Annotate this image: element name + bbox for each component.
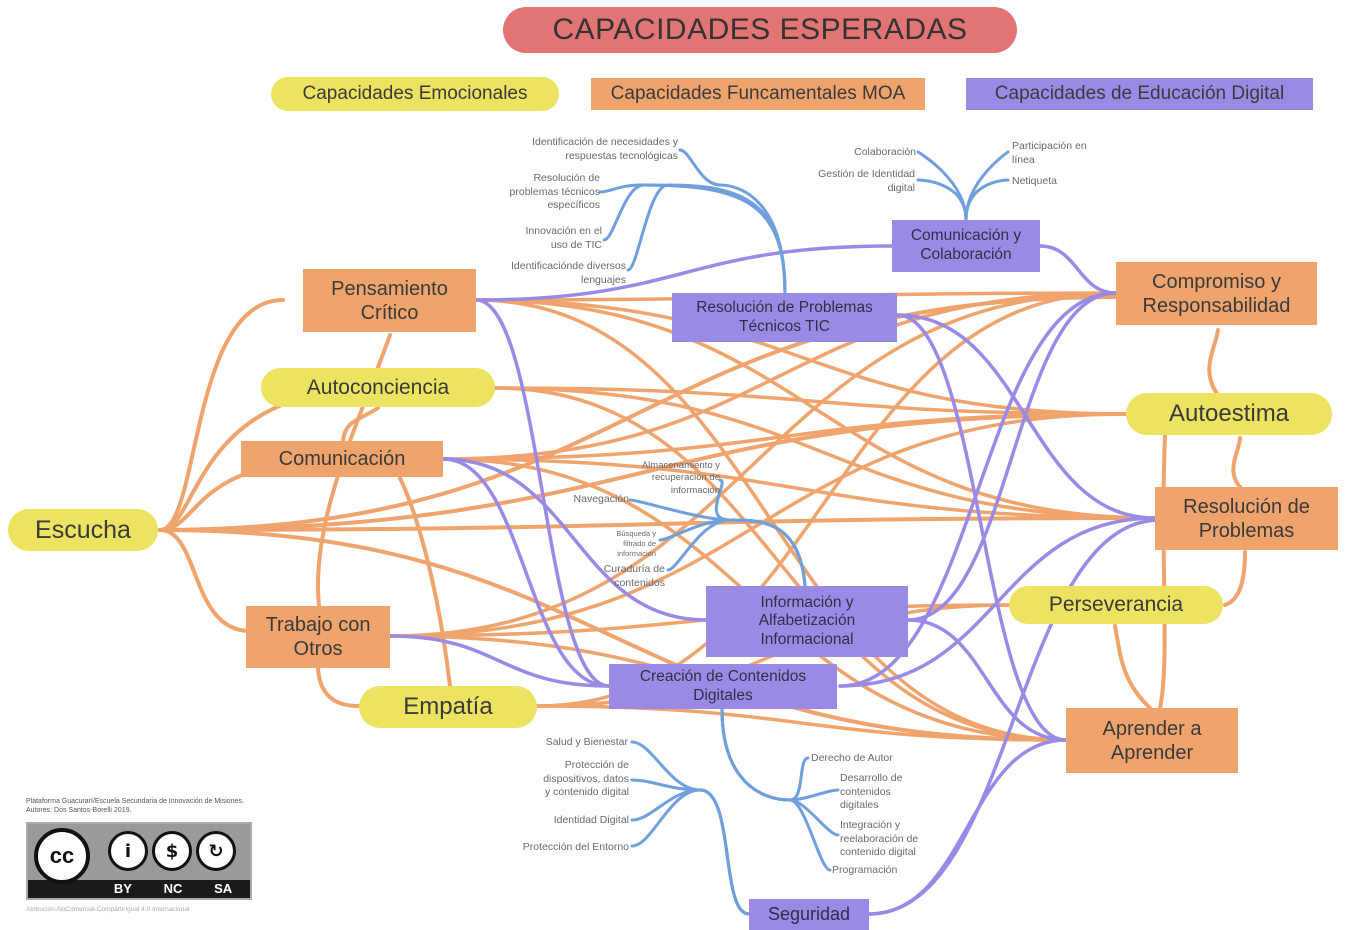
link-resolucion-autoestima	[1231, 436, 1242, 489]
branch-info-3	[666, 518, 807, 588]
link-purple-3	[388, 634, 611, 688]
link-purple-0	[474, 298, 611, 688]
node-trabajo-con-otros: Trabajo con Otros	[246, 606, 390, 668]
leaf-colab-4: Netiqueta	[1012, 175, 1057, 187]
branch-colab-1	[916, 178, 968, 222]
page-title: CAPACIDADES ESPERADAS	[503, 7, 1017, 53]
leaf-crea-2: Desarrollo de contenidos digitales	[840, 772, 903, 812]
leaf-crea-1: Derecho de Autor	[811, 752, 893, 764]
leaf-info-1: Almacenamiento y recuperación de informa…	[641, 460, 720, 496]
leaf-crea-3: Integración y reelaboración de contenido…	[840, 819, 919, 859]
link-escucha-right-2	[158, 295, 1117, 532]
node-autoestima: Autoestima	[1126, 393, 1332, 435]
link-purple-2	[441, 457, 708, 622]
branch-colab-3	[964, 178, 1010, 222]
link-perseverancia-resolucion	[1223, 550, 1247, 607]
leaf-info-3: Búsqueda y filtrado de información	[616, 529, 656, 558]
link-escucha-2	[158, 528, 252, 633]
node-pensamiento-critico: Pensamiento Crítico	[303, 269, 476, 332]
node-compromiso: Compromiso y Responsabilidad	[1116, 262, 1317, 325]
link-purple-1	[441, 457, 611, 688]
leaf-colab-3: Participación en línea	[1012, 140, 1087, 166]
leaf-seg-2: Protección de dispositivos, datos y cont…	[543, 759, 629, 799]
leaf-info-2: Navegación	[573, 493, 629, 505]
link-escucha-0	[158, 298, 285, 532]
leaf-colab-1: Colaboración	[854, 146, 916, 158]
leaf-tic-2: Resolución de problemas técnicos específ…	[509, 172, 600, 212]
sa-icon: ↻	[196, 831, 236, 871]
link-purple-10	[867, 518, 1162, 916]
link-purple-6	[838, 291, 1118, 688]
leaf-tic-4: Identificaciónde diversos lenguajes	[511, 260, 626, 286]
leaf-seg-1: Salud y Bienestar	[545, 736, 628, 748]
node-informacion: Información y Alfabetización Informacion…	[706, 586, 908, 657]
link-purple-4	[895, 313, 1068, 742]
link-orange-4	[493, 386, 1128, 416]
link-aprender-perseverancia	[1113, 624, 1152, 710]
node-creacion-contenidos: Creación de Contenidos Digitales	[609, 664, 837, 709]
link-purple-7	[838, 516, 1157, 688]
node-perseverancia: Perseverancia	[1009, 586, 1223, 624]
by-icon: i	[108, 831, 148, 871]
node-empatia: Empatía	[359, 686, 537, 728]
cc-labels: BY NC SA	[98, 881, 248, 896]
link-orange-5	[493, 386, 1157, 520]
leaf-info-4: Curaduría de contenidos	[603, 563, 665, 589]
license-footer: Atribución-NoComercial-CompartirIgual 4.…	[26, 906, 190, 913]
link-purple-11	[1038, 244, 1118, 295]
node-escucha: Escucha	[8, 509, 158, 551]
link-orange-3	[474, 298, 1128, 416]
cc-license-badge: cc i $ ↻ BY NC SA	[26, 822, 252, 900]
link-purple-12	[474, 244, 894, 302]
link-orange-11	[388, 291, 1118, 638]
link-orange-7	[441, 291, 1118, 461]
branch-info-0	[714, 478, 807, 588]
leaf-crea-4: Programación	[832, 864, 898, 876]
leaf-tic-3: Innovación en el uso de TIC	[525, 225, 602, 251]
node-resolucion-tic: Resolución de Problemas Técnicos TIC	[672, 293, 897, 342]
leaf-colab-2: Gestión de Identidad digital	[818, 168, 915, 194]
branch-tic-3	[626, 183, 787, 295]
node-comunicacion: Comunicación	[241, 441, 443, 477]
node-seguridad: Seguridad	[749, 899, 869, 930]
license-credit: Plataforma Guacurarí/Escuela Secundaria …	[26, 798, 244, 815]
leaf-seg-3: Identidad Digital	[553, 814, 629, 826]
link-orange-2	[474, 298, 1068, 742]
link-empatia-comunicacion	[398, 476, 452, 688]
legend-fundamentales: Capacidades Funcamentales MOA	[591, 78, 925, 110]
branch-crea-2	[720, 707, 840, 837]
link-purple-8	[906, 618, 1068, 742]
link-trabajo-empatia	[316, 666, 361, 708]
cc-icon: cc	[34, 828, 90, 884]
link-comunicacion-autoconciencia	[341, 406, 380, 443]
branch-crea-3	[720, 707, 832, 872]
branch-seg-3	[630, 788, 751, 916]
link-orange-10	[441, 457, 1157, 520]
link-autoestima-compromiso	[1207, 328, 1220, 397]
cc-nc-label: NC	[163, 881, 183, 896]
legend-emocionales: Capacidades Emocionales	[271, 77, 559, 111]
leaf-seg-4: Protección del Entorno	[522, 841, 629, 853]
branch-seg-1	[630, 778, 751, 916]
node-aprender-a-aprender: Aprender a Aprender	[1066, 708, 1238, 773]
cc-by-label: BY	[113, 881, 132, 896]
nc-icon: $	[152, 831, 192, 871]
link-aprender-autoestima	[1158, 434, 1167, 710]
link-purple-13	[906, 291, 1118, 622]
node-resolucion-problemas: Resolución de Problemas	[1155, 487, 1338, 550]
cc-sa-label: SA	[214, 881, 233, 896]
link-orange-12	[388, 412, 1128, 638]
branch-seg-2	[630, 788, 751, 916]
node-comunicacion-colaboracion: Comunicación y Colaboración	[892, 220, 1040, 272]
leaf-tic-1: Identificación de necesidades y respuest…	[532, 136, 678, 162]
node-autoconciencia: Autoconciencia	[261, 368, 495, 407]
legend-digital: Capacidades de Educación Digital	[966, 78, 1313, 110]
